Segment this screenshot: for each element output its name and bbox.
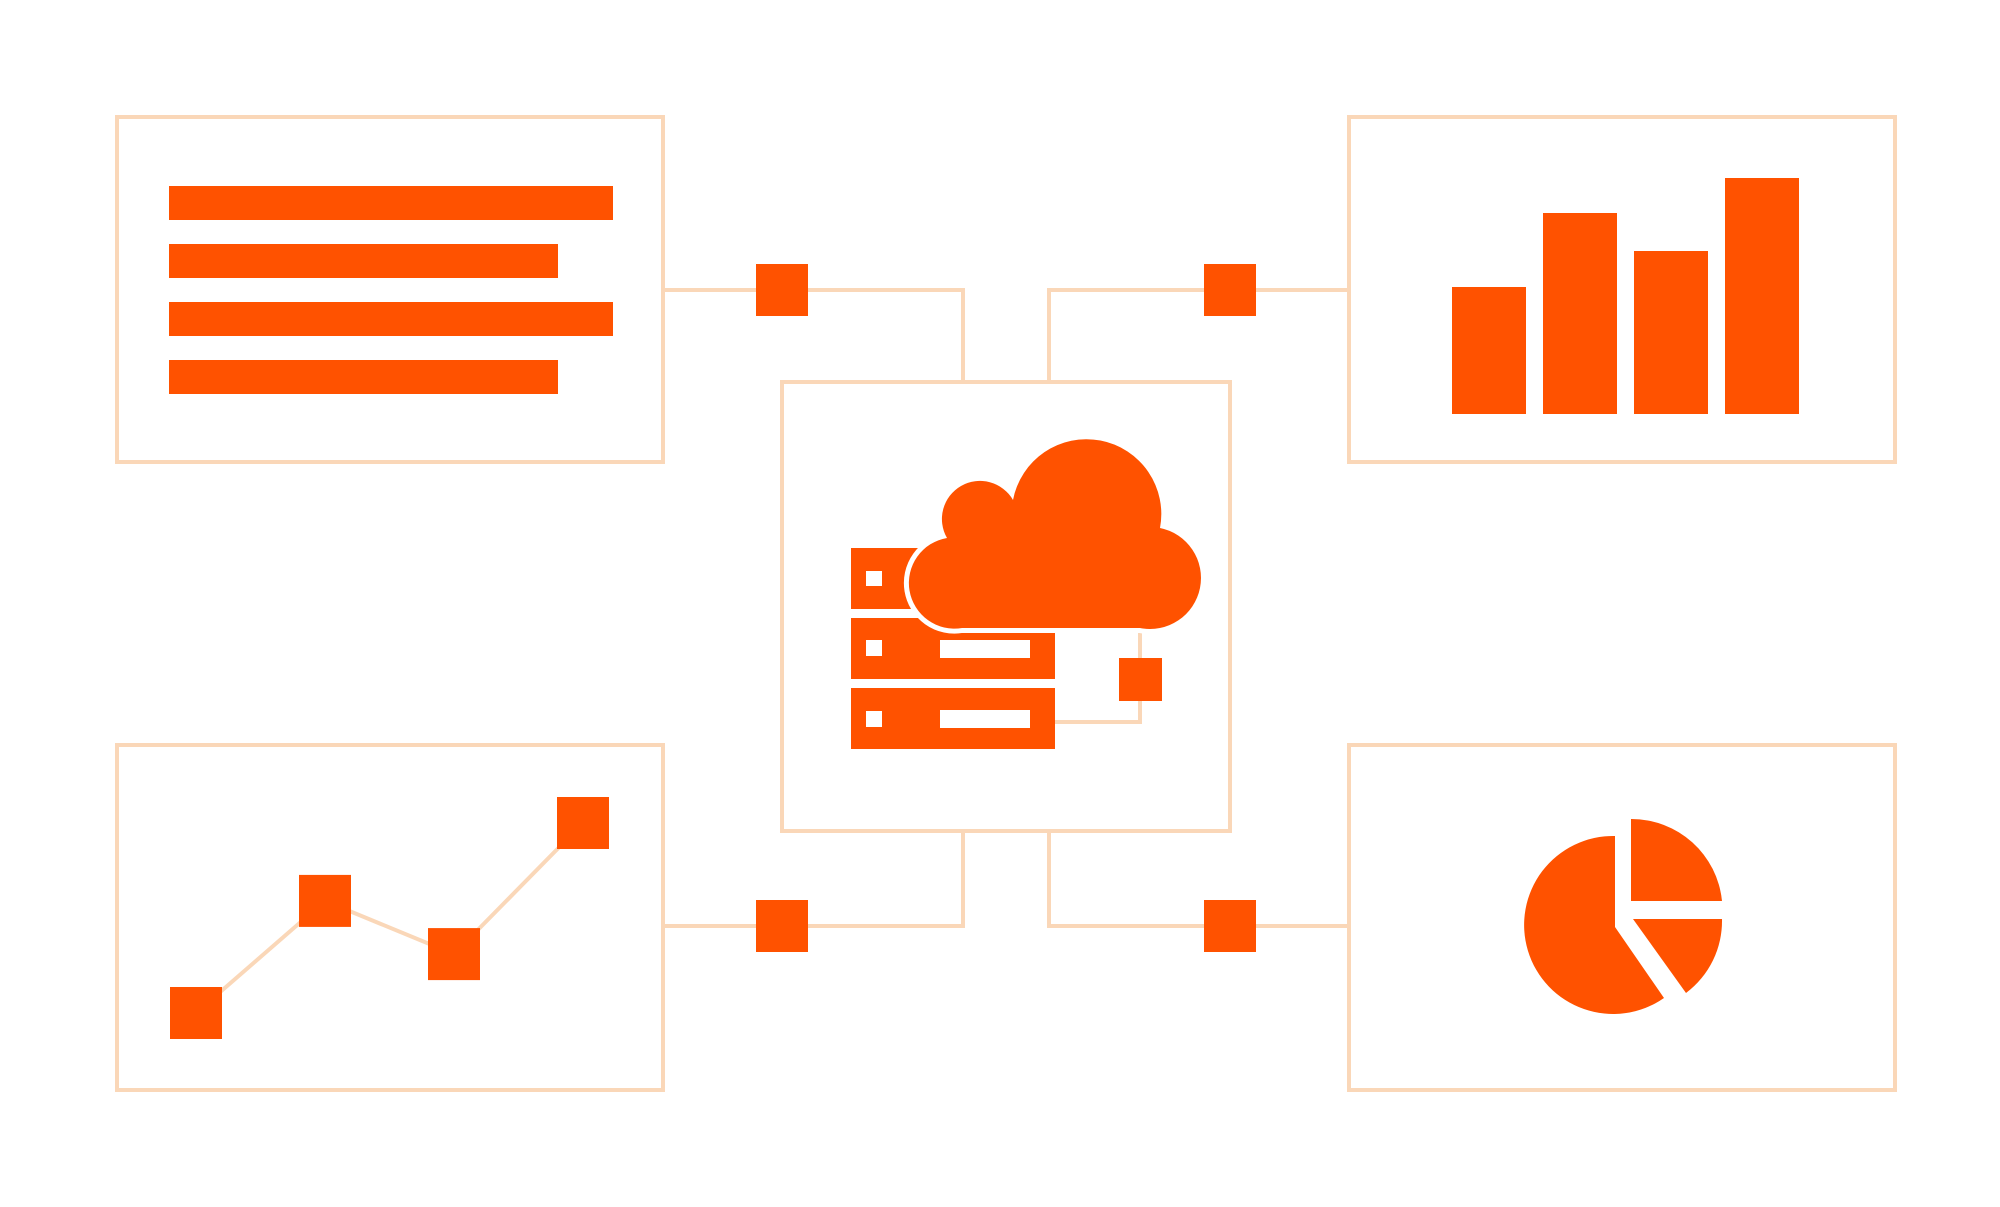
trend-line: [194, 821, 585, 1015]
text-line: [169, 360, 558, 394]
panel-document: [115, 115, 665, 464]
connector-node: [1204, 900, 1256, 952]
data-point: [428, 928, 480, 981]
server-unit: [851, 688, 1055, 749]
server-link-node: [1119, 658, 1162, 701]
text-line: [169, 302, 613, 336]
connector-document: [665, 288, 965, 381]
data-point: [299, 874, 351, 927]
cloud-server-icon: [851, 434, 1206, 749]
panel-bar-chart: [1347, 115, 1897, 464]
bar-chart-icon: [1452, 178, 1799, 414]
bar: [1452, 287, 1526, 414]
bar: [1543, 213, 1617, 414]
panel-pie-chart: [1347, 743, 1897, 1092]
bar: [1634, 251, 1708, 414]
cloud-shape: [903, 434, 1206, 634]
connector-nodes: [756, 264, 1256, 952]
pie-slice-large: [1524, 835, 1664, 1014]
connector-node: [756, 264, 808, 316]
data-point: [170, 987, 222, 1039]
connector-node: [756, 900, 808, 952]
connector-line-chart: [665, 831, 965, 928]
pie-slice-top: [1631, 818, 1722, 901]
document-lines-icon: [169, 186, 613, 394]
text-line: [169, 244, 558, 278]
pie-chart-icon: [1524, 818, 1723, 1014]
bar: [1725, 178, 1799, 414]
data-point: [557, 797, 609, 849]
connector-bar-chart: [1047, 288, 1347, 381]
line-chart-icon: [170, 797, 609, 1039]
pie-slice-bottom: [1633, 919, 1723, 993]
connector-node: [1204, 264, 1256, 316]
connector-pie-chart: [1047, 831, 1347, 928]
text-line: [169, 186, 613, 220]
